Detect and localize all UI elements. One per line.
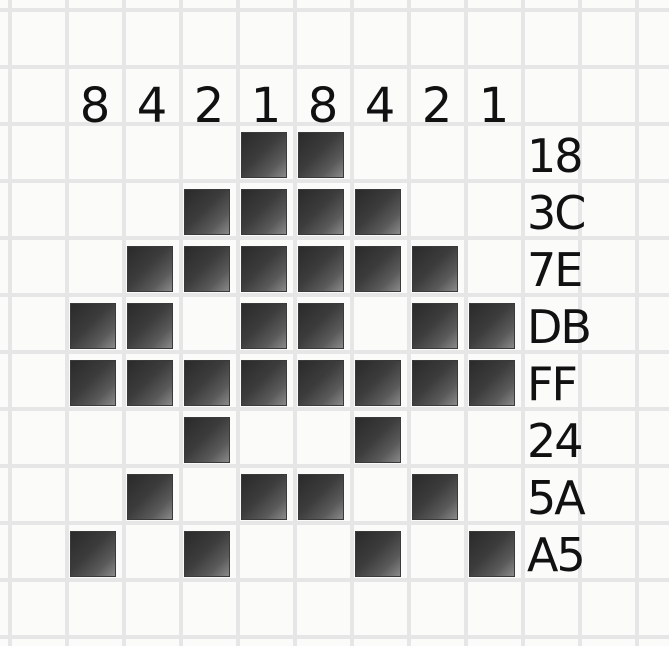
- row-hex-label: DB: [527, 299, 637, 355]
- filled-pixel-cell: [412, 474, 458, 520]
- filled-pixel-cell: [184, 360, 230, 406]
- filled-pixel-cell: [241, 189, 287, 235]
- filled-pixel-cell: [298, 132, 344, 178]
- filled-pixel-cell: [298, 474, 344, 520]
- bit-weight-label: 1: [237, 76, 295, 136]
- filled-pixel-cell: [298, 189, 344, 235]
- filled-pixel-cell: [70, 303, 116, 349]
- gridline-horizontal: [0, 8, 669, 12]
- row-hex-label: FF: [527, 356, 637, 412]
- filled-pixel-cell: [412, 360, 458, 406]
- row-hex-label: 24: [527, 413, 637, 469]
- gridline-vertical: [8, 0, 12, 646]
- filled-pixel-cell: [127, 246, 173, 292]
- bit-weight-label: 8: [66, 76, 124, 136]
- filled-pixel-cell: [469, 360, 515, 406]
- filled-pixel-cell: [184, 246, 230, 292]
- filled-pixel-cell: [412, 246, 458, 292]
- filled-pixel-cell: [184, 189, 230, 235]
- filled-pixel-cell: [298, 360, 344, 406]
- filled-pixel-cell: [355, 189, 401, 235]
- filled-pixel-cell: [127, 303, 173, 349]
- filled-pixel-cell: [127, 474, 173, 520]
- filled-pixel-cell: [355, 246, 401, 292]
- filled-pixel-cell: [298, 303, 344, 349]
- row-hex-label: 7E: [527, 242, 637, 298]
- filled-pixel-cell: [241, 132, 287, 178]
- filled-pixel-cell: [469, 531, 515, 577]
- filled-pixel-cell: [412, 303, 458, 349]
- gridline-horizontal: [0, 65, 669, 69]
- filled-pixel-cell: [70, 531, 116, 577]
- filled-pixel-cell: [355, 417, 401, 463]
- filled-pixel-cell: [241, 474, 287, 520]
- bit-weight-label: 2: [180, 76, 238, 136]
- filled-pixel-cell: [241, 303, 287, 349]
- filled-pixel-cell: [127, 360, 173, 406]
- filled-pixel-cell: [355, 531, 401, 577]
- filled-pixel-cell: [184, 417, 230, 463]
- filled-pixel-cell: [469, 303, 515, 349]
- bit-weight-label: 4: [123, 76, 181, 136]
- row-hex-label: 18: [527, 128, 637, 184]
- filled-pixel-cell: [298, 246, 344, 292]
- filled-pixel-cell: [184, 531, 230, 577]
- filled-pixel-cell: [241, 360, 287, 406]
- gridline-horizontal: [0, 635, 669, 639]
- row-hex-label: 3C: [527, 185, 637, 241]
- row-hex-label: 5A: [527, 470, 637, 526]
- bit-weight-label: 2: [408, 76, 466, 136]
- filled-pixel-cell: [241, 246, 287, 292]
- row-hex-label: A5: [527, 527, 637, 583]
- bit-weight-label: 4: [351, 76, 409, 136]
- filled-pixel-cell: [355, 360, 401, 406]
- bit-weight-label: 8: [294, 76, 352, 136]
- bit-weight-label: 1: [465, 76, 523, 136]
- filled-pixel-cell: [70, 360, 116, 406]
